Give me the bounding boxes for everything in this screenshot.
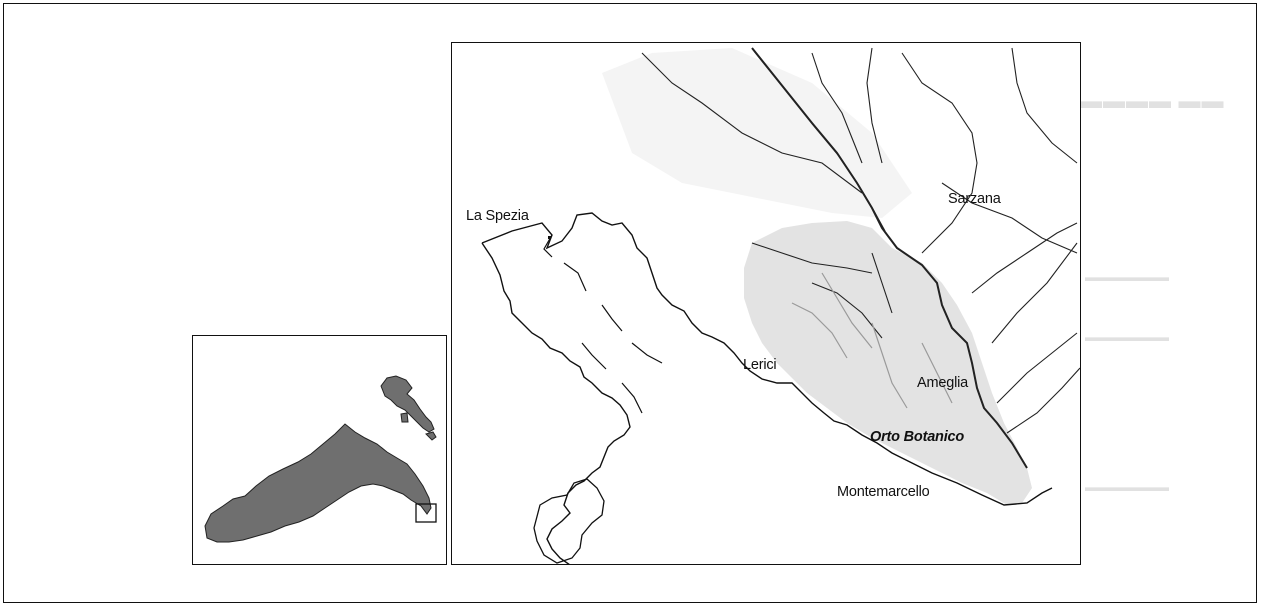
label-sarzana: Sarzana: [948, 191, 1001, 207]
inset-map-graphic: [204, 375, 437, 543]
southern-headland: [533, 478, 605, 564]
liguria-region: [204, 423, 432, 543]
coastline-gulf: [481, 212, 1053, 506]
bleed-through-text-3: ▬▬▬▬▬▬▬: [1085, 330, 1169, 344]
study-area-box: [415, 503, 437, 523]
main-map-graphic: [481, 47, 1080, 564]
terrain-stipple: [602, 48, 912, 218]
park-area: [744, 221, 1032, 505]
label-la-spezia: La Spezia: [466, 208, 529, 224]
la-spezia-marker: [548, 236, 551, 239]
bleed-through-text-4: ▬▬▬▬▬▬▬: [1085, 480, 1169, 494]
italy-outline: [380, 375, 437, 441]
park-streams: [791, 272, 953, 409]
inset-map: [192, 335, 447, 565]
label-orto-botanico: Orto Botanico: [870, 429, 965, 445]
main-map: La Spezia Sarzana Lerici Ameglia Orto Bo…: [451, 42, 1081, 565]
label-lerici: Lerici: [743, 357, 777, 373]
coastline-west: [481, 242, 631, 564]
bleed-through-text-2: ▬▬▬▬▬▬▬: [1085, 270, 1169, 284]
label-montemarcello: Montemarcello: [837, 484, 930, 500]
tributaries: [641, 47, 1080, 434]
label-ameglia: Ameglia: [917, 375, 968, 391]
bleed-through-text: ▬▬▬▬ ▬▬: [1080, 88, 1225, 113]
harbour-piers: [543, 234, 663, 414]
